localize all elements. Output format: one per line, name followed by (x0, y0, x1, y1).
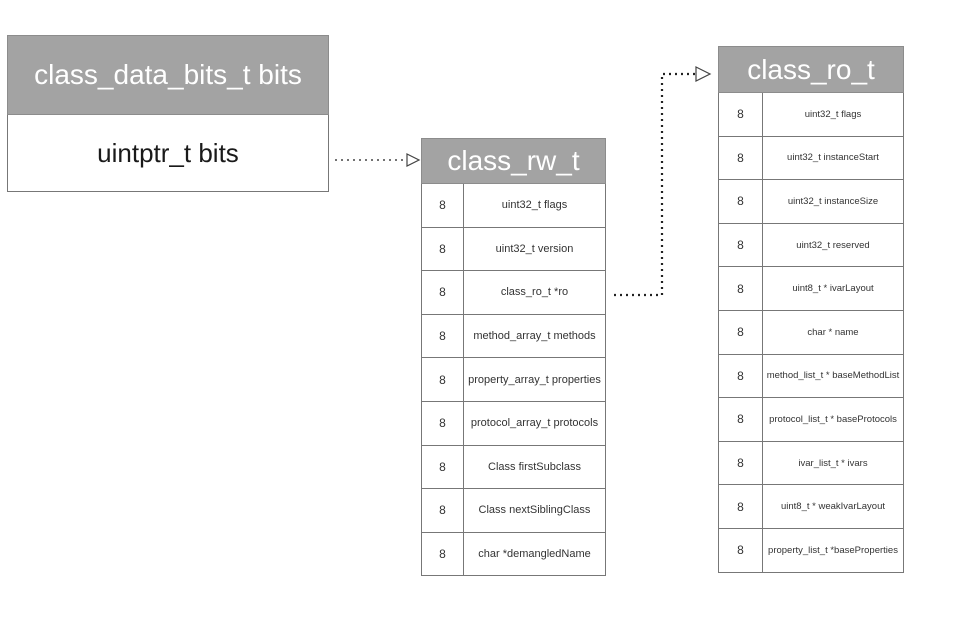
field-size: 8 (422, 271, 464, 314)
field-size: 8 (719, 180, 763, 223)
class-rw-t-table: class_rw_t 8 uint32_t flags 8 uint32_t vers… (421, 138, 606, 577)
class-ro-t-table: class_ro_t 8 uint32_t flags 8 uint32_t inst… (718, 46, 904, 573)
field-size: 8 (719, 136, 763, 180)
field-name: uint32_t reserved (796, 239, 870, 251)
table-row: 8 char * name (718, 311, 904, 355)
arrowhead-icon (695, 66, 712, 82)
field-size: 8 (719, 267, 763, 310)
field-size: 8 (422, 532, 464, 576)
class-data-bits-title: class_data_bits_t bits (34, 59, 302, 90)
field-size: 8 (422, 445, 464, 489)
field-name: uint32_t flags (804, 108, 862, 120)
field-name: uint8_t * ivarLayout (792, 283, 874, 295)
field-size: 8 (422, 184, 464, 227)
table-row: 8 uint32_t reserved (718, 223, 904, 268)
table-row: 8 protocol_array_t protocols (421, 402, 606, 446)
table-row: 8 property_list_t *baseProperties (718, 529, 904, 573)
field-size: 8 (719, 485, 763, 528)
field-name: uint32_t flags (501, 199, 568, 212)
field-name: method_list_t * baseMethodList (766, 370, 900, 382)
field-size: 8 (422, 227, 464, 271)
bits-to-rw-connector (335, 153, 421, 167)
class-rw-t-header: class_rw_t (421, 138, 606, 184)
field-name: char *demangledName (478, 548, 591, 561)
field-size: 8 (719, 398, 763, 441)
table-row: 8 Class firstSubclass (421, 445, 606, 490)
field-size: 8 (719, 529, 763, 572)
field-name: char * name (807, 326, 859, 338)
field-size: 8 (422, 358, 464, 401)
field-name: Class firstSubclass (488, 460, 581, 473)
field-size: 8 (719, 223, 763, 267)
field-name: uint32_t version (495, 242, 574, 255)
rw-to-ro-connector (614, 66, 712, 297)
class-data-bits-content: uintptr_t bits (97, 137, 239, 168)
field-name: ivar_list_t * ivars (798, 457, 868, 469)
table-row: 8 Class nextSiblingClass (421, 489, 606, 533)
table-row: 8 uint32_t version (421, 227, 606, 272)
table-row: 8 protocol_list_t * baseProtocols (718, 398, 904, 442)
table-row: 8 uint32_t flags (718, 93, 904, 137)
class-data-bits-header: class_data_bits_t bits (7, 35, 329, 115)
field-size: 8 (719, 354, 763, 398)
field-name: class_ro_t *ro (500, 286, 569, 299)
field-size: 8 (719, 441, 763, 485)
table-row: 8 ivar_list_t * ivars (718, 441, 904, 486)
field-name: property_array_t properties (468, 373, 601, 386)
field-name: Class nextSiblingClass (478, 504, 591, 517)
field-size: 8 (719, 93, 763, 136)
arrowhead-icon (406, 153, 421, 167)
table-row: 8 uint32_t instanceSize (718, 180, 904, 224)
field-size: 8 (422, 314, 464, 358)
field-name: uint32_t instanceStart (787, 152, 879, 164)
table-row: 8 uint32_t flags (421, 184, 606, 228)
table-row: 8 uint32_t instanceStart (718, 136, 904, 181)
table-row: 8 class_ro_t *ro (421, 271, 606, 315)
class-ro-t-header: class_ro_t (718, 46, 904, 93)
table-row: 8 char *demangledName (421, 532, 606, 577)
field-size: 8 (422, 402, 464, 445)
field-name: method_array_t methods (473, 330, 596, 343)
class-ro-t-title: class_ro_t (747, 53, 875, 85)
field-size: 8 (422, 489, 464, 532)
table-row: 8 property_array_t properties (421, 358, 606, 402)
field-name: protocol_array_t protocols (470, 417, 599, 430)
field-name: uint32_t instanceSize (787, 195, 879, 207)
class-data-bits-box: class_data_bits_t bits uintptr_t bits (7, 35, 329, 192)
field-name: protocol_list_t * baseProtocols (769, 413, 897, 425)
field-size: 8 (719, 311, 763, 354)
table-row: 8 method_array_t methods (421, 314, 606, 359)
class-rw-t-title: class_rw_t (447, 145, 580, 176)
class-data-bits-body: uintptr_t bits (7, 115, 329, 192)
field-name: property_list_t *baseProperties (768, 544, 898, 556)
field-name: uint8_t * weakIvarLayout (780, 501, 886, 513)
table-row: 8 uint8_t * weakIvarLayout (718, 485, 904, 529)
table-row: 8 uint8_t * ivarLayout (718, 267, 904, 311)
